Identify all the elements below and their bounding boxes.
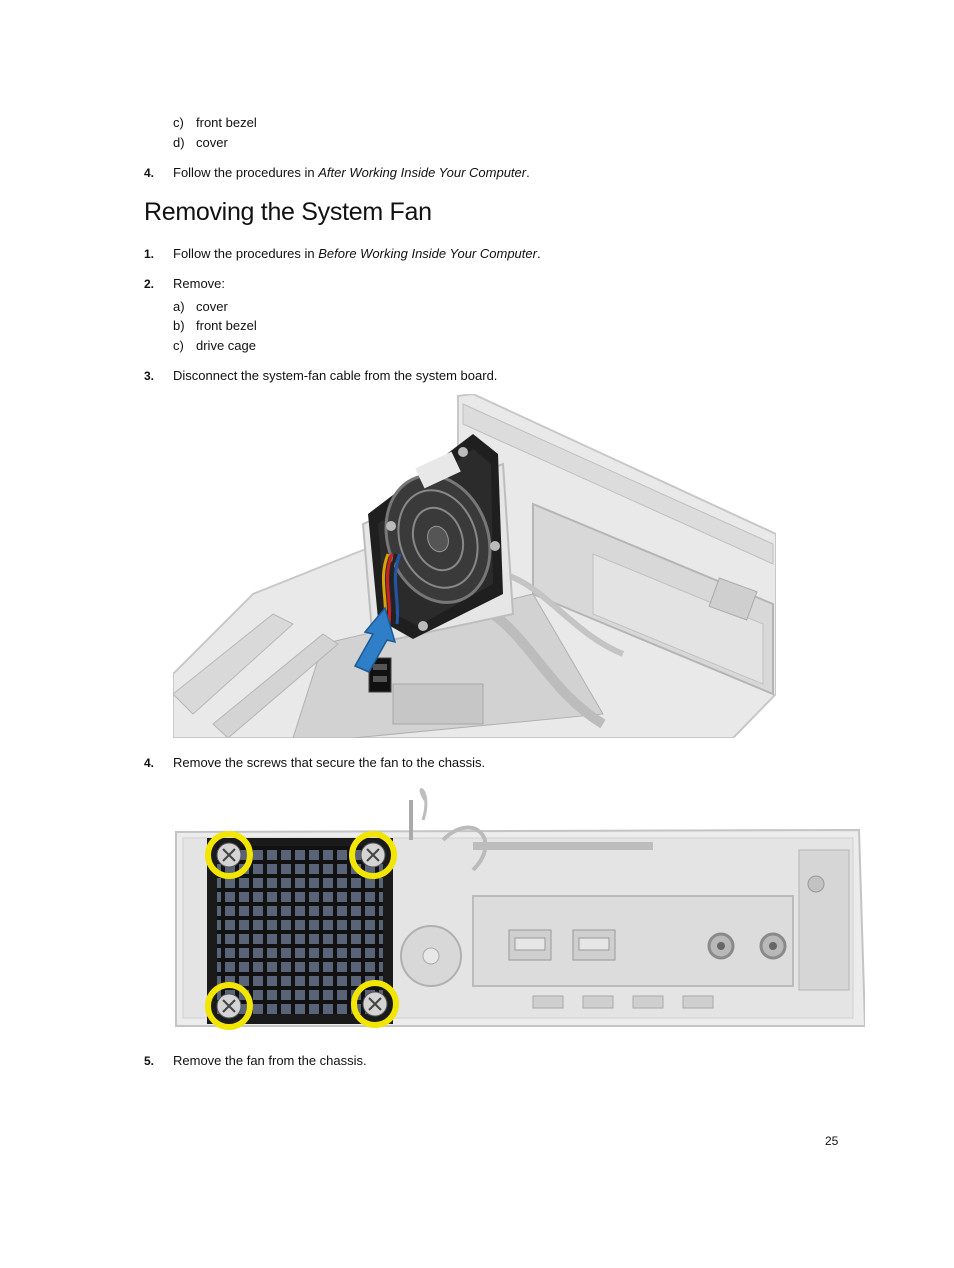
list-letter: c) [173,338,184,353]
list-text: front bezel [196,115,257,130]
step-number: 1. [144,247,155,261]
step-number: 2. [144,277,155,291]
step-text: Remove: [173,276,226,291]
list-letter: b) [173,318,185,333]
list-item: c) front bezel [173,115,257,131]
list-letter: a) [173,299,185,314]
list-item: c) drive cage [173,338,256,354]
fan-screws-illustration [173,780,865,1030]
step-text-plain: . [536,246,541,261]
step-text: Follow the procedures in Before Working … [173,246,541,262]
list-text: cover [196,299,228,314]
step-text-plain: . [526,165,530,180]
step-number: 3. [144,369,155,383]
step-number: 4. [144,166,155,180]
step-number: 4. [144,756,155,770]
step-text: Remove the screws that secure the fan to… [173,755,486,770]
screw-icon [205,831,253,879]
list-item: b) front bezel [173,318,257,334]
list-text: front bezel [196,318,257,333]
list-item: a) cover [173,299,228,315]
fan-cable-illustration [173,394,776,738]
step-text-plain: Follow the procedures in [173,246,319,261]
list-letter: c) [173,115,184,130]
screw-icon [349,831,397,879]
list-item: d) cover [173,135,228,151]
fan-icon [207,838,393,1024]
arrow-up-icon [353,606,397,673]
step-number: 5. [144,1054,155,1068]
step-text-link-title: Before Working Inside Your Computer [318,246,537,261]
list-text: cover [196,135,228,150]
fan-icon [368,434,503,639]
list-text: drive cage [196,338,256,353]
page-number: 25 [825,1134,839,1148]
screw-icon [351,980,399,1028]
step-text: Follow the procedures in After Working I… [173,165,530,181]
step-text: Disconnect the system-fan cable from the… [173,368,498,383]
step-text: Remove the fan from the chassis. [173,1053,367,1068]
screw-icon [205,982,253,1030]
section-title: Removing the System Fan [144,198,432,226]
step-text-link-title: After Working Inside Your Computer [318,165,527,180]
step-text-plain: Follow the procedures in [173,165,319,180]
list-letter: d) [173,135,185,150]
